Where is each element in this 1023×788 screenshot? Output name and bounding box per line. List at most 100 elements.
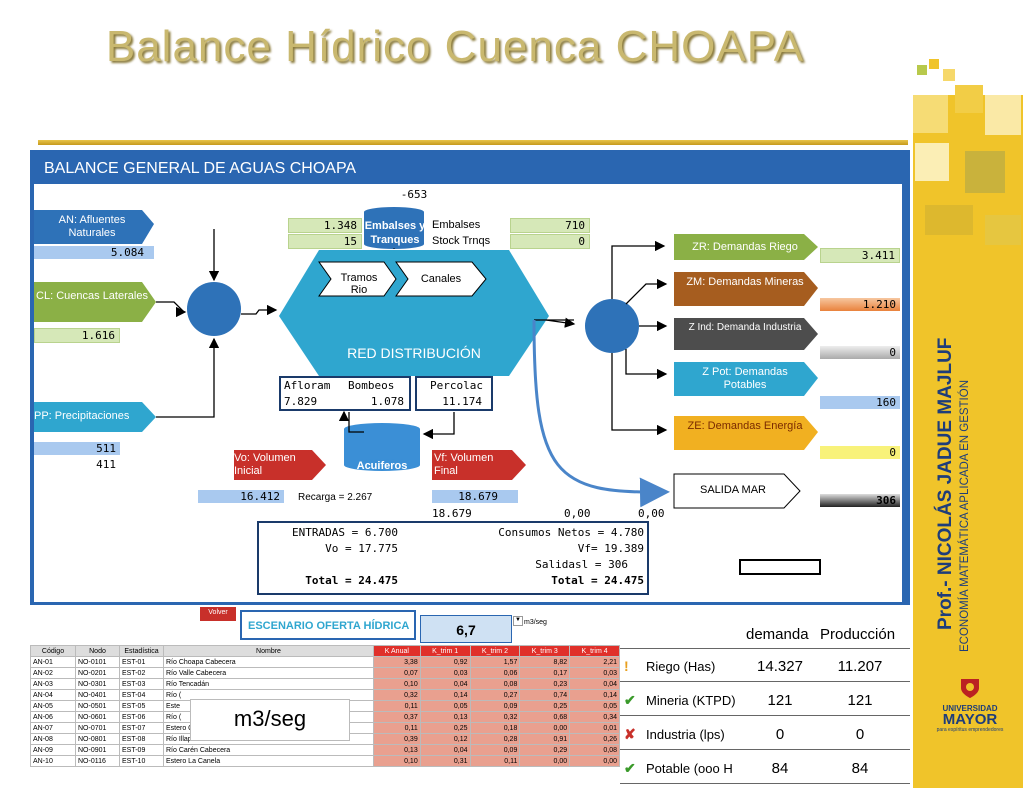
escenario-label: ESCENARIO OFERTA HÍDRICA (240, 610, 416, 640)
recarga-value: Recarga = 2.267 (298, 492, 373, 503)
table-cell: EST-02 (119, 667, 164, 679)
table-cell: 0,32 (469, 711, 521, 723)
table-cell: AN-07 (30, 722, 76, 734)
unit-label: m3/seg (524, 619, 547, 626)
check-icon: ✔ (624, 760, 636, 776)
table-cell: 0,08 (469, 678, 521, 690)
summary-consumos: Consumos Netos = 4.780 (498, 526, 644, 539)
table-cell: EST-04 (119, 689, 164, 701)
demanda-value: 84 (771, 760, 789, 777)
table-cell: 0,91 (519, 733, 571, 745)
emb-label-2: Tranques (370, 234, 420, 246)
table-cell: NO-0301 (75, 678, 120, 690)
table-cell: EST-10 (119, 755, 164, 767)
table-cell: 0,25 (519, 700, 571, 712)
check-icon: ✔ (624, 692, 636, 708)
zr-value: 3.411 (820, 248, 900, 263)
pp-value-2: 411 (96, 458, 116, 471)
banner-squares (905, 55, 1023, 255)
table-cell: AN-01 (30, 656, 76, 668)
col-produccion: Producción (820, 626, 896, 643)
volver-button[interactable]: Volver (200, 607, 236, 621)
cl-value: 1.616 (34, 328, 120, 343)
table-cell: 0,08 (569, 744, 620, 756)
bomb-value: 1.078 (370, 395, 404, 408)
demand-label: Potable (ooo H (646, 761, 733, 776)
author-vertical: Prof.- NICOLÁS JADUE MAJLUF ECONOMÍA MAT… (935, 300, 995, 652)
table-cell: 3,38 (373, 656, 421, 668)
perc-value: 11.174 (442, 395, 482, 408)
table-cell: NO-0201 (75, 667, 120, 679)
table-cell: AN-09 (30, 744, 76, 756)
table-cell: EST-09 (119, 744, 164, 756)
table-cell: Río Choapa Cabecera (163, 656, 374, 668)
page-title: Balance Hídrico Cuenca CHOAPA (105, 22, 805, 71)
table-cell: NO-0116 (75, 755, 120, 767)
emb-left-2: 15 (288, 234, 362, 249)
cl-label: CL: Cuencas Laterales (36, 290, 148, 302)
zi-value: 0 (820, 346, 900, 359)
scenario-value[interactable]: 6,7 (420, 615, 512, 643)
table-cell: AN-06 (30, 711, 76, 723)
table-cell: 0,04 (419, 678, 471, 690)
balance-diagram: AN: Afluentes Naturales 5.084 CL: Cuenca… (34, 184, 902, 602)
produccion-value: 84 (851, 760, 869, 777)
col-header: K_trim 2 (469, 645, 521, 657)
zero-2: 0,00 (638, 507, 665, 520)
table-cell: 0,23 (519, 678, 571, 690)
table-cell: 0,32 (373, 689, 421, 701)
table-cell: 0,05 (419, 700, 471, 712)
table-cell: 0,18 (469, 722, 521, 734)
summary-salida: Salidasl = 306 (535, 558, 628, 571)
table-cell: 0,10 (373, 678, 421, 690)
university-logo: UNIVERSIDAD MAYOR para espíritus emprend… (920, 677, 1020, 733)
vf-sub: 18.679 (432, 507, 472, 520)
table-cell: 2,21 (569, 656, 620, 668)
col-header: Nodo (75, 645, 120, 657)
table-cell: 0,39 (373, 733, 421, 745)
table-cell: 0,74 (519, 689, 571, 701)
table-cell: AN-03 (30, 678, 76, 690)
table-cell: 1,57 (469, 656, 521, 668)
table-cell: 0,68 (519, 711, 571, 723)
table-cell: 0,31 (419, 755, 471, 767)
vf-label: Vf: Volumen Final (434, 452, 494, 478)
col-header: K Anual (373, 645, 421, 657)
table-cell: 0,11 (469, 755, 521, 767)
table-header-row: Código Nodo Estadística Nombre K Anual K… (30, 645, 620, 657)
logo-tagline: para espíritus emprendedores (936, 727, 1004, 733)
table-cell: 0,37 (373, 711, 421, 723)
table-cell: 0,07 (373, 667, 421, 679)
col-header: K_trim 3 (519, 645, 571, 657)
table-cell: 0,34 (569, 711, 620, 723)
an-label: AN: Afluentes Naturales (58, 214, 126, 240)
table-cell: 0,01 (569, 722, 620, 734)
col-header: K_trim 4 (569, 645, 620, 657)
table-cell: 0,00 (569, 755, 620, 767)
table-cell: NO-0101 (75, 656, 120, 668)
zi-label: Z Ind: Demanda Industria (688, 322, 802, 333)
table-cell: 0,14 (419, 689, 471, 701)
ze-value: 0 (820, 446, 900, 459)
dropdown-icon[interactable]: ▼ (513, 616, 523, 626)
table-cell: 0,29 (519, 744, 571, 756)
title-divider (38, 140, 908, 145)
table-cell: 0,03 (419, 667, 471, 679)
table-cell: EST-01 (119, 656, 164, 668)
logo-line1: UNIVERSIDAD (942, 704, 998, 713)
aflor-label: Afloram (284, 379, 331, 392)
zp-label: Z Pot: Demandas Potables (702, 366, 788, 392)
col-header: K_trim 1 (419, 645, 471, 657)
table-cell: NO-0901 (75, 744, 120, 756)
table-cell: 0,04 (569, 678, 620, 690)
author-subtitle: ECONOMÍA MATEMÁTICA APLICADA EN GESTIÓN (959, 379, 971, 652)
table-cell: EST-07 (119, 722, 164, 734)
summary-vf: Vf= 19.389 (577, 542, 644, 555)
table-cell: 0,28 (469, 733, 521, 745)
table-cell: 0,04 (419, 744, 471, 756)
